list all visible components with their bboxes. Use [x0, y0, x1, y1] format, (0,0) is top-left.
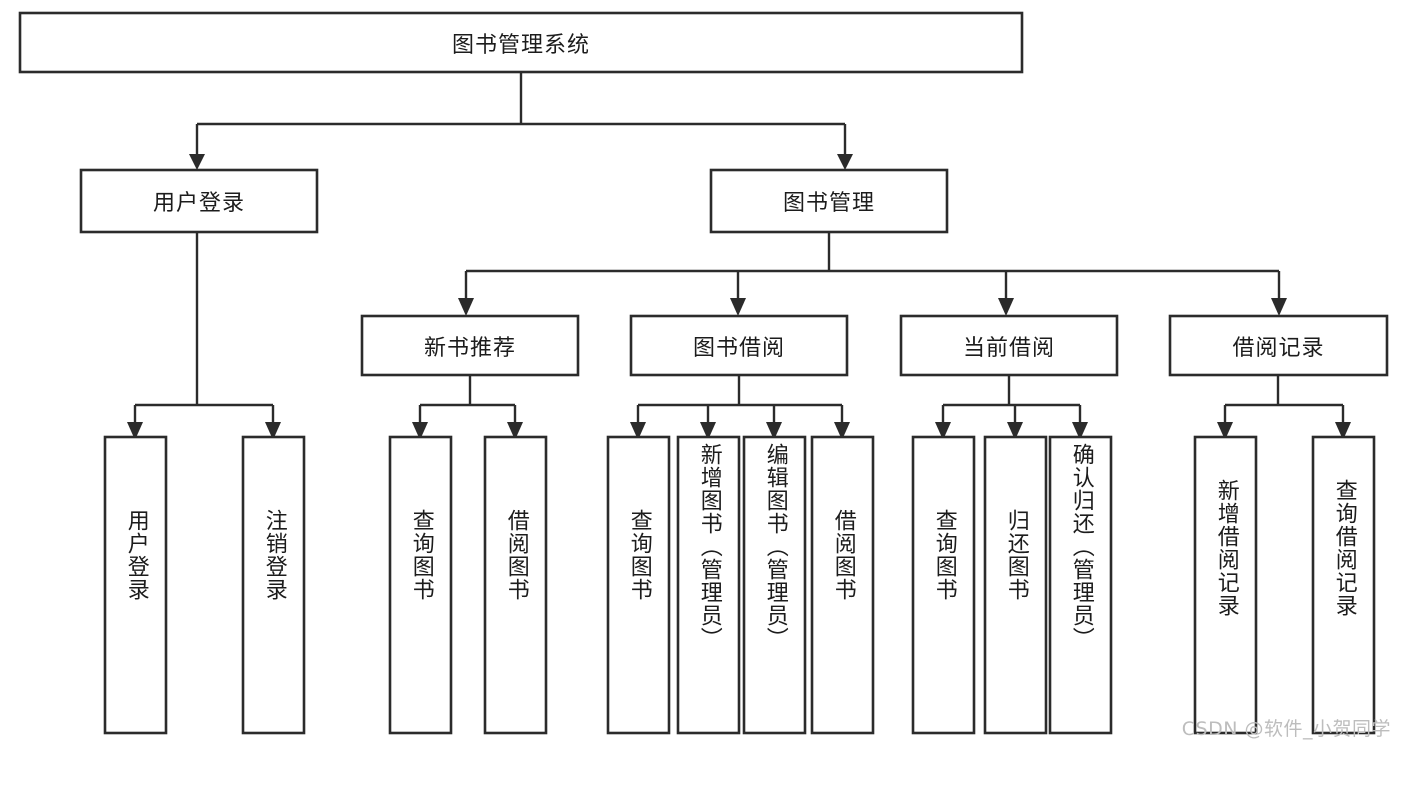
connector-root-to-level1 [189, 72, 853, 170]
node-leaf-confirm-return[interactable] [1048, 435, 1113, 735]
connector-bookborrow-to-leaves [630, 375, 850, 440]
node-leaf-borrow-book-1[interactable] [483, 435, 548, 735]
connector-userlogin-to-leaves [127, 232, 281, 440]
node-book-manage[interactable] [709, 168, 949, 234]
node-new-book-rec[interactable] [360, 314, 580, 377]
node-leaf-edit-book[interactable] [742, 435, 807, 735]
node-leaf-return-book[interactable] [983, 435, 1048, 735]
node-book-borrow[interactable] [629, 314, 849, 377]
node-current-borrow[interactable] [899, 314, 1119, 377]
node-leaf-query-book-2[interactable] [606, 435, 671, 735]
node-leaf-query-record[interactable] [1311, 435, 1376, 735]
flowchart-canvas: 图书管理系统 用户登录 图书管理 新书推荐 图书借阅 当前借阅 借阅记录 用户登… [18, 11, 1391, 740]
connector-borrowrecord-to-leaves [1217, 375, 1351, 440]
node-user-login[interactable] [79, 168, 319, 234]
node-leaf-user-logout[interactable] [241, 435, 306, 735]
node-leaf-user-login[interactable] [103, 435, 168, 735]
connector-currentborrow-to-leaves [935, 375, 1088, 440]
node-leaf-borrow-book-2[interactable] [810, 435, 875, 735]
node-leaf-add-record[interactable] [1193, 435, 1258, 735]
connector-newbookrec-to-leaves [412, 375, 523, 440]
node-leaf-add-book[interactable] [676, 435, 741, 735]
connector-bookmanage-to-level2 [458, 232, 1287, 316]
node-leaf-query-book-3[interactable] [911, 435, 976, 735]
node-borrow-record[interactable] [1168, 314, 1389, 377]
node-root[interactable] [18, 11, 1024, 74]
flowchart-svg [18, 11, 1389, 735]
node-leaf-query-book-1[interactable] [388, 435, 453, 735]
